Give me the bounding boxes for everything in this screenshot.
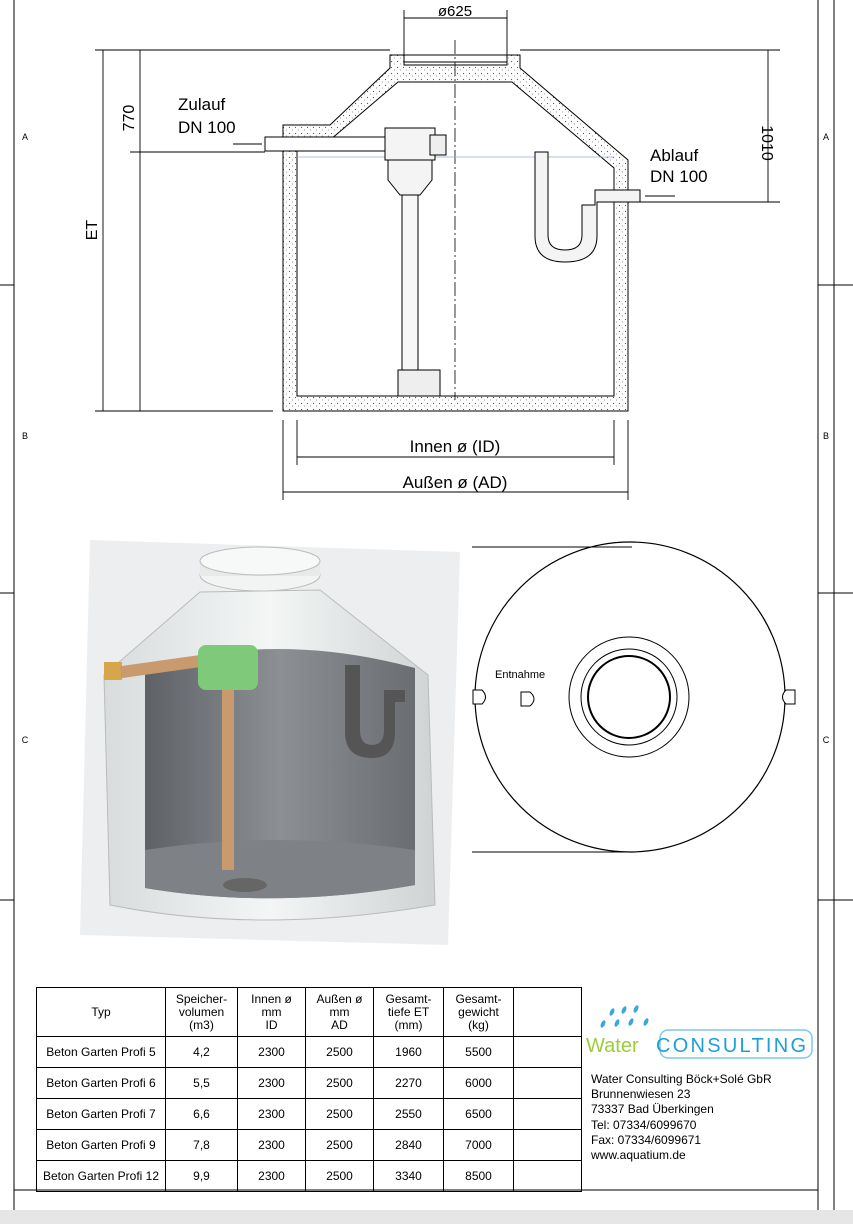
header-empty — [513, 987, 582, 1037]
table-cell: 2500 — [305, 1129, 374, 1161]
tank-top-view — [472, 541, 796, 853]
header-text: Gesamt- — [385, 991, 432, 1006]
table-cell: 2500 — [305, 1036, 374, 1068]
header-volume: Speicher-volumen(m3) — [165, 987, 238, 1037]
table-cell: 2300 — [237, 1160, 306, 1192]
table-cell: Beton Garten Profi 12 — [36, 1160, 166, 1192]
header-text: Gesamt- — [455, 991, 502, 1006]
table-cell — [513, 1036, 582, 1068]
header-typ: Typ — [36, 987, 166, 1037]
table-cell — [513, 1098, 582, 1130]
zone-label: A — [22, 132, 28, 142]
header-text: mm — [261, 1004, 282, 1019]
table-cell: 7000 — [443, 1129, 514, 1161]
logo-water: Water — [586, 1035, 639, 1057]
table-cell: 6,6 — [165, 1098, 238, 1130]
company-tel: Tel: 07334/6099670 — [591, 1117, 697, 1132]
dim-total-depth: ET — [84, 220, 101, 241]
inner-diameter-label: Innen ø (ID) — [410, 437, 501, 456]
header-text: ID — [265, 1017, 278, 1032]
table-cell — [513, 1129, 582, 1161]
table-cell — [513, 1160, 582, 1192]
table-cell: 6500 — [443, 1098, 514, 1130]
table-cell: 2550 — [373, 1098, 444, 1130]
company-address: Water Consulting Böck+Solé GbR Brunnenwi… — [591, 1072, 772, 1163]
header-text: tiefe ET — [387, 1004, 430, 1019]
company-name: Water Consulting Böck+Solé GbR — [591, 1072, 772, 1086]
zone-label: C — [823, 735, 830, 745]
inlet-label: Zulauf — [178, 95, 226, 114]
table-cell: 2840 — [373, 1129, 444, 1161]
table-cell: 2300 — [237, 1098, 306, 1130]
table-cell: 2300 — [237, 1067, 306, 1099]
table-cell: 8500 — [443, 1160, 514, 1192]
header-total-weight: Gesamt-gewicht(kg) — [443, 987, 514, 1037]
tank-3d-render — [80, 540, 460, 945]
header-text: (mm) — [394, 1017, 423, 1032]
logo-consulting: CONSULTING — [656, 1035, 806, 1057]
table-cell: 2500 — [305, 1098, 374, 1130]
header-text: Typ — [91, 1004, 111, 1019]
table-cell: Beton Garten Profi 7 — [36, 1098, 166, 1130]
table-cell: Beton Garten Profi 9 — [36, 1129, 166, 1161]
header-text: (m3) — [189, 1017, 214, 1032]
table-cell: 1960 — [373, 1036, 444, 1068]
zone-label: B — [22, 431, 28, 441]
outlet-label: Ablauf — [650, 146, 698, 165]
header-text: AD — [331, 1017, 348, 1032]
table-cell: Beton Garten Profi 5 — [36, 1036, 166, 1068]
zone-label: A — [823, 132, 829, 142]
page-bottom-margin — [0, 1210, 853, 1224]
table-cell: 3340 — [373, 1160, 444, 1192]
extraction-label: Entnahme — [495, 669, 545, 681]
table-cell: 2500 — [305, 1067, 374, 1099]
table-cell: 2300 — [237, 1036, 306, 1068]
header-text: mm — [329, 1004, 350, 1019]
company-fax: Fax: 07334/6099671 — [591, 1132, 702, 1147]
table-cell: 2300 — [237, 1129, 306, 1161]
zone-label: C — [22, 735, 29, 745]
dim-inlet-height: 770 — [121, 105, 138, 132]
table-cell: 2500 — [305, 1160, 374, 1192]
header-text: Speicher- — [175, 991, 228, 1006]
table-cell: 2270 — [373, 1067, 444, 1099]
company-city: 73337 Bad Überkingen — [591, 1102, 714, 1117]
outlet-size: DN 100 — [650, 167, 708, 186]
dim-outlet-height: 1010 — [758, 125, 775, 161]
header-text: gewicht — [458, 1004, 499, 1019]
table-cell: 4,2 — [165, 1036, 238, 1068]
header-text: Innen ø — [251, 991, 292, 1006]
table-cell: 6000 — [443, 1067, 514, 1099]
table-cell: 5,5 — [165, 1067, 238, 1099]
header-text: (kg) — [468, 1017, 489, 1032]
zone-label: B — [823, 431, 829, 441]
logo-drops-icon — [600, 1005, 649, 1028]
table-cell: 5500 — [443, 1036, 514, 1068]
inlet-size: DN 100 — [178, 118, 236, 137]
outer-diameter-label: Außen ø (AD) — [403, 473, 508, 492]
dim-manhole-diameter: ø625 — [438, 3, 472, 20]
header-text: Außen ø — [316, 991, 363, 1006]
table-cell — [513, 1067, 582, 1099]
tank-section-view: ø625 770 ET 1010 Zulauf DN 100 Ablauf DN… — [84, 3, 780, 500]
company-web[interactable]: www.aquatium.de — [591, 1148, 686, 1163]
table-cell: 7,8 — [165, 1129, 238, 1161]
header-total-depth: Gesamt-tiefe ET(mm) — [373, 987, 444, 1037]
table-cell: 9,9 — [165, 1160, 238, 1192]
header-text: volumen — [178, 1004, 225, 1019]
company-street: Brunnenwiesen 23 — [591, 1087, 691, 1102]
table-cell: Beton Garten Profi 6 — [36, 1067, 166, 1099]
